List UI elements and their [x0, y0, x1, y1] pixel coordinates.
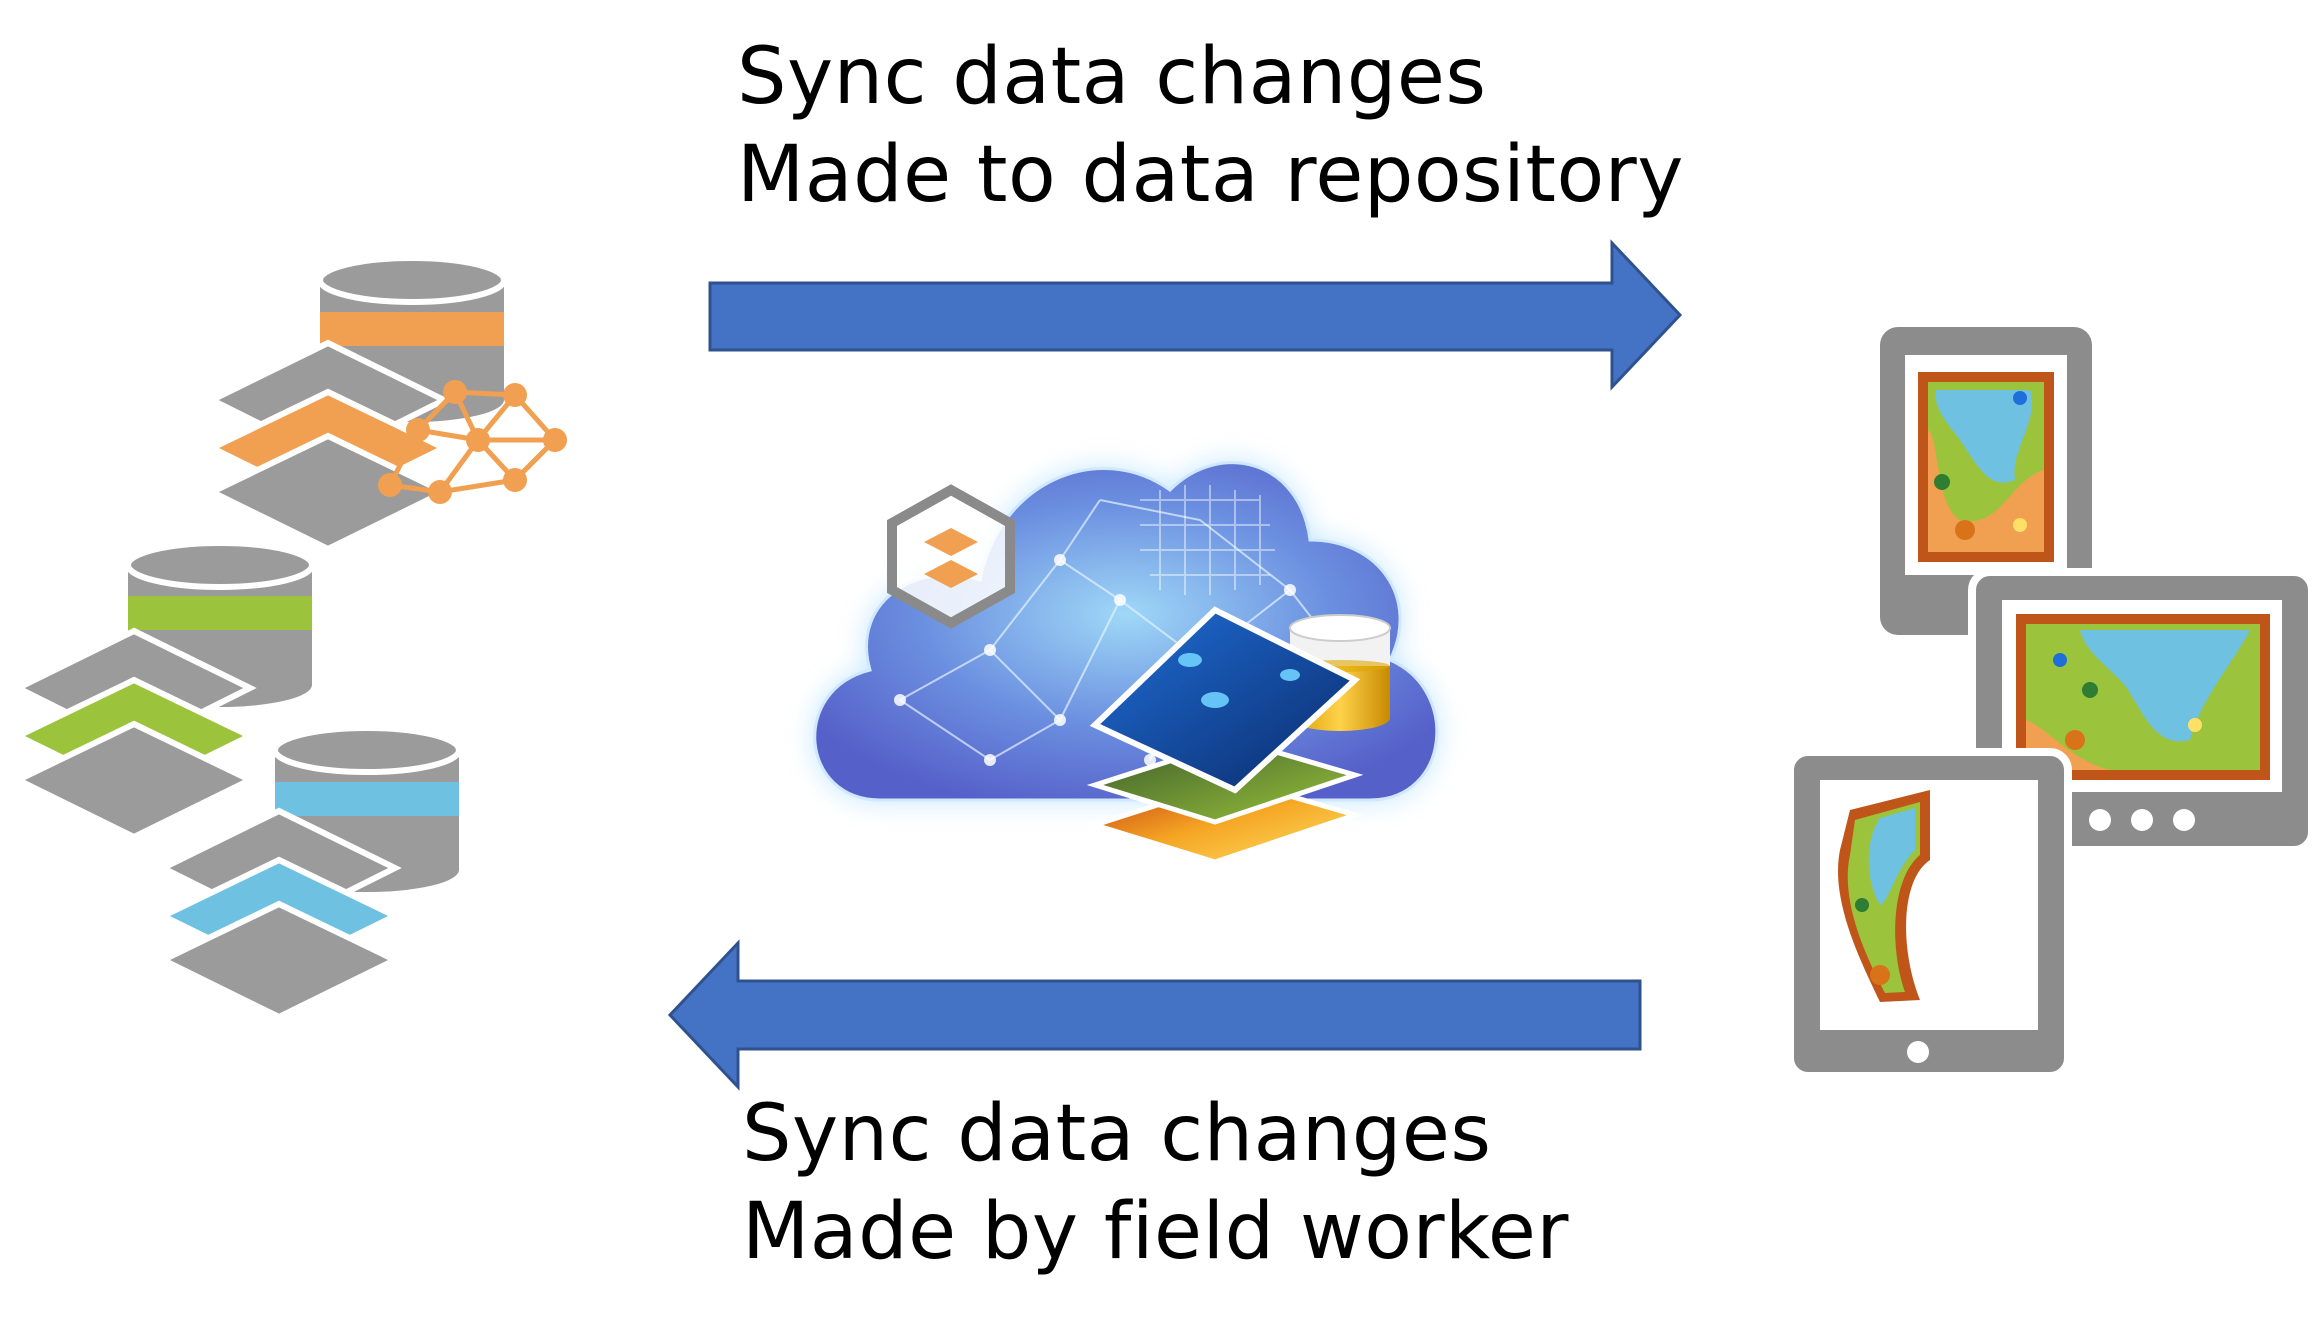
tablet-portrait-icon — [1786, 748, 2072, 1080]
top-caption-line2: Made to data repository — [737, 130, 1684, 220]
arrow-to-repository — [667, 939, 1642, 1091]
database-orange-icon — [205, 255, 567, 553]
arrow-to-devices — [708, 239, 1683, 391]
imagery-layers-icon — [1086, 606, 1364, 865]
mobile-devices-map-icon — [1786, 327, 2316, 1080]
top-caption-line1: Sync data changes — [737, 32, 1487, 122]
bottom-caption-line2: Made by field worker — [742, 1187, 1569, 1277]
top-caption: Sync data changes Made to data repositor… — [737, 28, 1684, 224]
layers-badge-icon — [887, 484, 1015, 629]
bottom-caption: Sync data changes Made by field worker — [742, 1085, 1569, 1281]
database-layers-icon — [11, 255, 567, 1021]
database-blue-icon — [156, 725, 462, 1021]
database-green-icon — [11, 540, 315, 841]
bottom-caption-line1: Sync data changes — [742, 1089, 1492, 1179]
cloud-data-repository-icon — [813, 461, 1439, 865]
phone-device-icon — [1880, 327, 2092, 635]
